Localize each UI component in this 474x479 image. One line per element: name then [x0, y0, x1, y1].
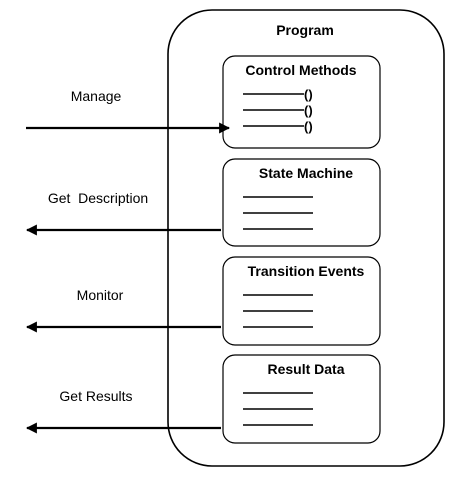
- transition-events-title: Transition Events: [248, 263, 365, 279]
- control-methods-title: Control Methods: [245, 62, 356, 78]
- method-parens: (): [304, 103, 313, 118]
- result-data-box: Result Data: [222, 354, 381, 444]
- monitor-arrow-group: Monitor: [25, 287, 221, 333]
- state-machine-box: State Machine: [222, 158, 381, 247]
- program-title: Program: [276, 22, 334, 38]
- control-methods-box: Control Methods () () (): [222, 55, 381, 149]
- method-parens: (): [304, 87, 313, 102]
- get-description-arrow-group: Get Description: [25, 190, 221, 236]
- manage-arrow-group: Manage: [26, 88, 231, 134]
- manage-label: Manage: [71, 88, 122, 104]
- get-description-label: Get Description: [48, 190, 148, 206]
- monitor-label: Monitor: [77, 287, 124, 303]
- result-data-title: Result Data: [267, 361, 344, 377]
- transition-events-box: Transition Events: [222, 256, 381, 346]
- get-results-label: Get Results: [59, 388, 132, 404]
- get-results-arrow-group: Get Results: [25, 388, 221, 434]
- state-machine-title: State Machine: [259, 165, 353, 181]
- method-parens: (): [304, 119, 313, 134]
